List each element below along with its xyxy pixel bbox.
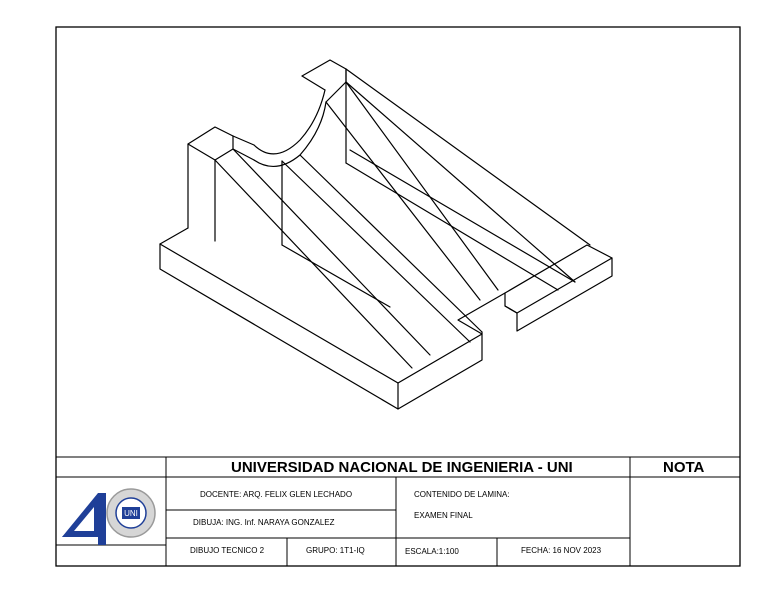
groove-right-4: [345, 68, 591, 246]
title-block-grid: [56, 456, 740, 566]
divider-slant-2: [214, 159, 413, 369]
left-block-top-inner: [214, 135, 234, 161]
divider-slant-6: [345, 81, 499, 291]
university-title: UNIVERSIDAD NACIONAL DE INGENIERIA - UNI: [231, 459, 573, 476]
groove-right-3: [345, 81, 576, 283]
left-block-side: [187, 143, 216, 242]
base-right-step: [397, 333, 483, 410]
base-top-left-edge: [159, 227, 189, 245]
saddle-arc-front: [253, 89, 326, 155]
base-right-top-edge: [504, 244, 613, 294]
course-field: DIBUJO TECNICO 2: [190, 546, 265, 555]
groove-right-1: [345, 162, 559, 291]
left-block-step: [232, 148, 255, 161]
saddle-arc-lower: [253, 101, 327, 167]
isometric-drawing: [159, 59, 613, 410]
contenido-value: EXAMEN FINAL: [414, 511, 473, 520]
left-block-front: [187, 126, 234, 229]
dibuja-field: DIBUJA: ING. Inf. NARAYA GONZALEZ: [193, 518, 335, 527]
base-right-block: [504, 257, 613, 332]
groove-right-2: [349, 149, 576, 283]
upright-inner: [325, 81, 347, 103]
divider-slant-1: [232, 148, 431, 356]
upright-edge: [301, 75, 326, 91]
divider-bottom: [281, 244, 391, 308]
divider-slant-3: [281, 160, 471, 343]
university-seal: UNI: [106, 488, 156, 538]
sheet-border: [55, 26, 741, 567]
contenido-label: CONTENIDO DE LAMINA:: [414, 490, 510, 499]
nota-label: NOTA: [663, 459, 705, 476]
grupo-field: GRUPO: 1T1-IQ: [306, 546, 365, 555]
docente-field: DOCENTE: ARQ. FELIX GLEN LECHADO: [200, 490, 353, 499]
svg-text:UNI: UNI: [124, 509, 138, 518]
upright-top: [301, 59, 347, 83]
base-left-face: [159, 243, 399, 410]
escala-field: ESCALA:1:100: [405, 547, 459, 556]
saddle-arc-back: [232, 135, 255, 146]
base-front-top-edge: [159, 243, 399, 384]
base-notch: [457, 292, 518, 335]
fecha-field: FECHA: 16 NOV 2023: [521, 546, 602, 555]
numeral-4-mark: [62, 493, 106, 545]
divider-slant-5: [325, 101, 481, 301]
uni-anniversary-logo: UNI: [62, 488, 156, 545]
divider-slant-4: [299, 154, 483, 333]
